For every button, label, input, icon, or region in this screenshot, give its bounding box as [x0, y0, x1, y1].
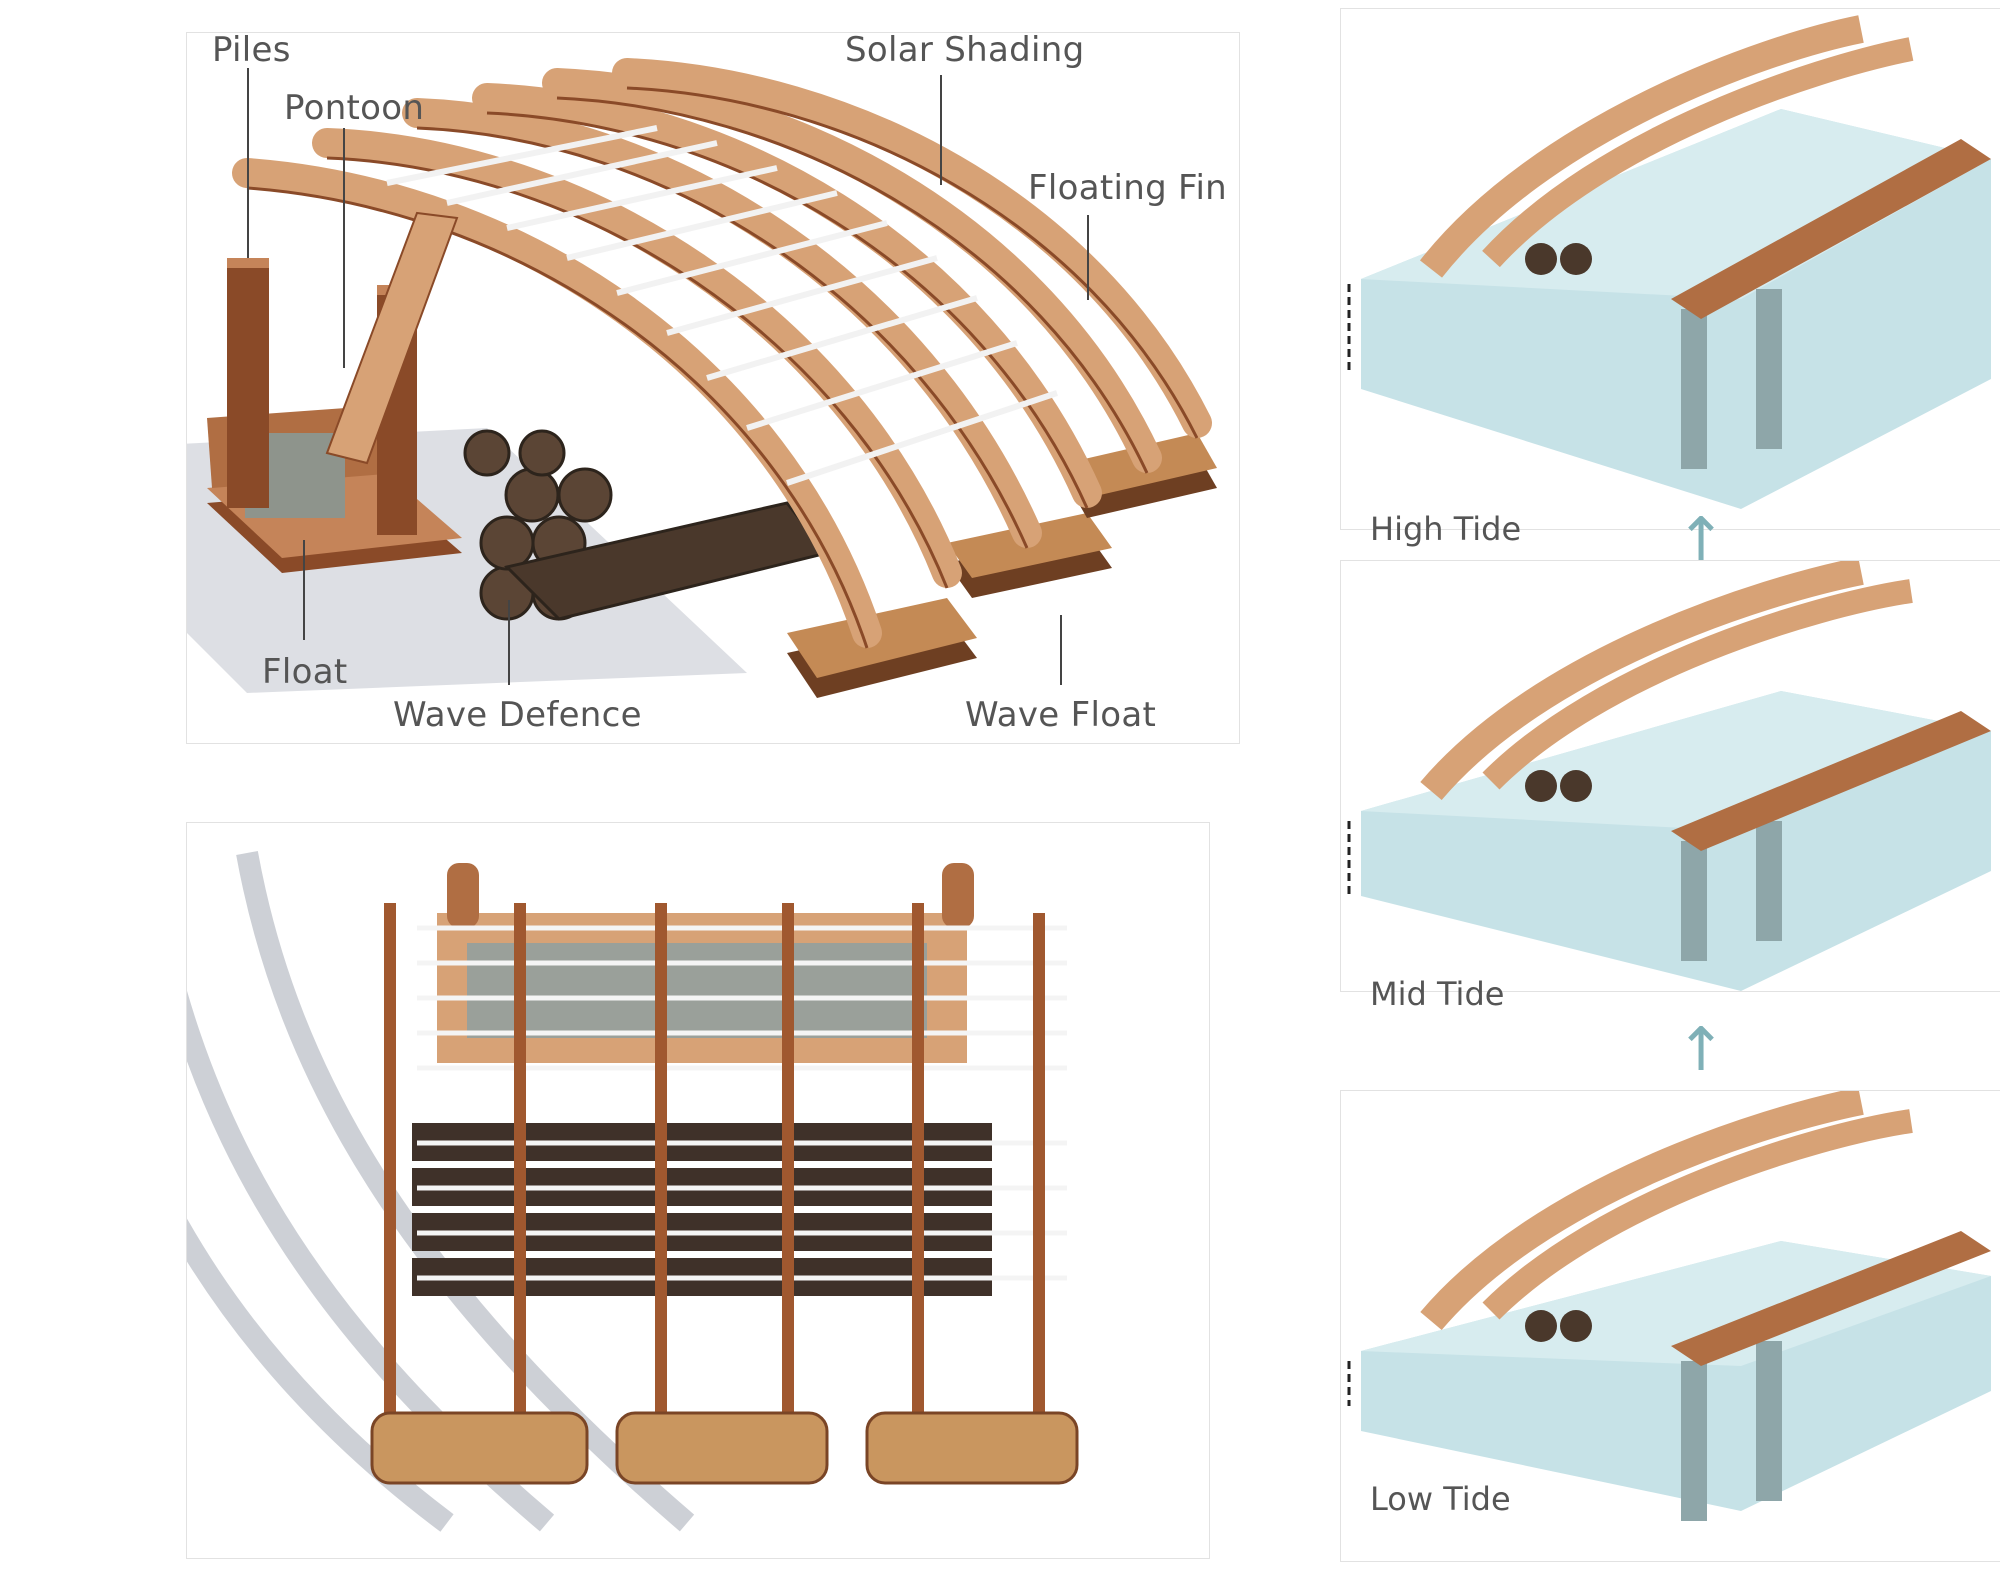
low-tide-label: Low Tide — [1370, 1480, 1511, 1518]
leader-floating-fin — [1087, 215, 1089, 300]
top-view-panel — [186, 822, 1210, 1559]
wave-defence-top-view — [412, 1123, 992, 1296]
mid-tide-label: Mid Tide — [1370, 975, 1505, 1013]
label-floating-fin: Floating Fin — [1028, 168, 1228, 208]
label-wave-defence: Wave Defence — [393, 695, 642, 735]
leader-solar-shading — [940, 75, 942, 185]
fin-arm — [325, 211, 459, 465]
mid-tide-illustration — [1347, 561, 1991, 991]
top-view-cork-floats — [370, 1411, 1079, 1485]
leader-pontoon — [343, 128, 345, 368]
top-view-model-illustration — [187, 851, 1079, 1532]
top-view-fins — [384, 903, 1045, 1443]
annotated-model-panel — [186, 32, 1240, 744]
leader-float — [303, 540, 305, 640]
annotated-model-illustration — [187, 58, 1217, 698]
high-tide-label: High Tide — [1370, 510, 1522, 548]
mid-tide-panel — [1340, 560, 2000, 992]
floating-fins — [232, 58, 1212, 648]
label-solar-shading: Solar Shading — [845, 30, 1085, 70]
leader-piles — [247, 68, 249, 258]
leader-wave-float — [1060, 615, 1062, 685]
high-tide-illustration — [1347, 15, 1991, 509]
low-tide-illustration — [1347, 1091, 1991, 1521]
low-tide-panel — [1340, 1090, 2000, 1562]
label-float: Float — [262, 652, 348, 692]
label-wave-float: Wave Float — [965, 695, 1157, 735]
high-tide-panel — [1340, 8, 2000, 530]
up-arrow-icon-2: ↑ — [1676, 1015, 1727, 1085]
leader-wave-defence — [508, 600, 510, 685]
label-piles: Piles — [212, 30, 291, 70]
solar-shading-slats — [386, 125, 1058, 486]
label-pontoon: Pontoon — [284, 88, 425, 128]
wave-defence-logs — [463, 429, 830, 621]
